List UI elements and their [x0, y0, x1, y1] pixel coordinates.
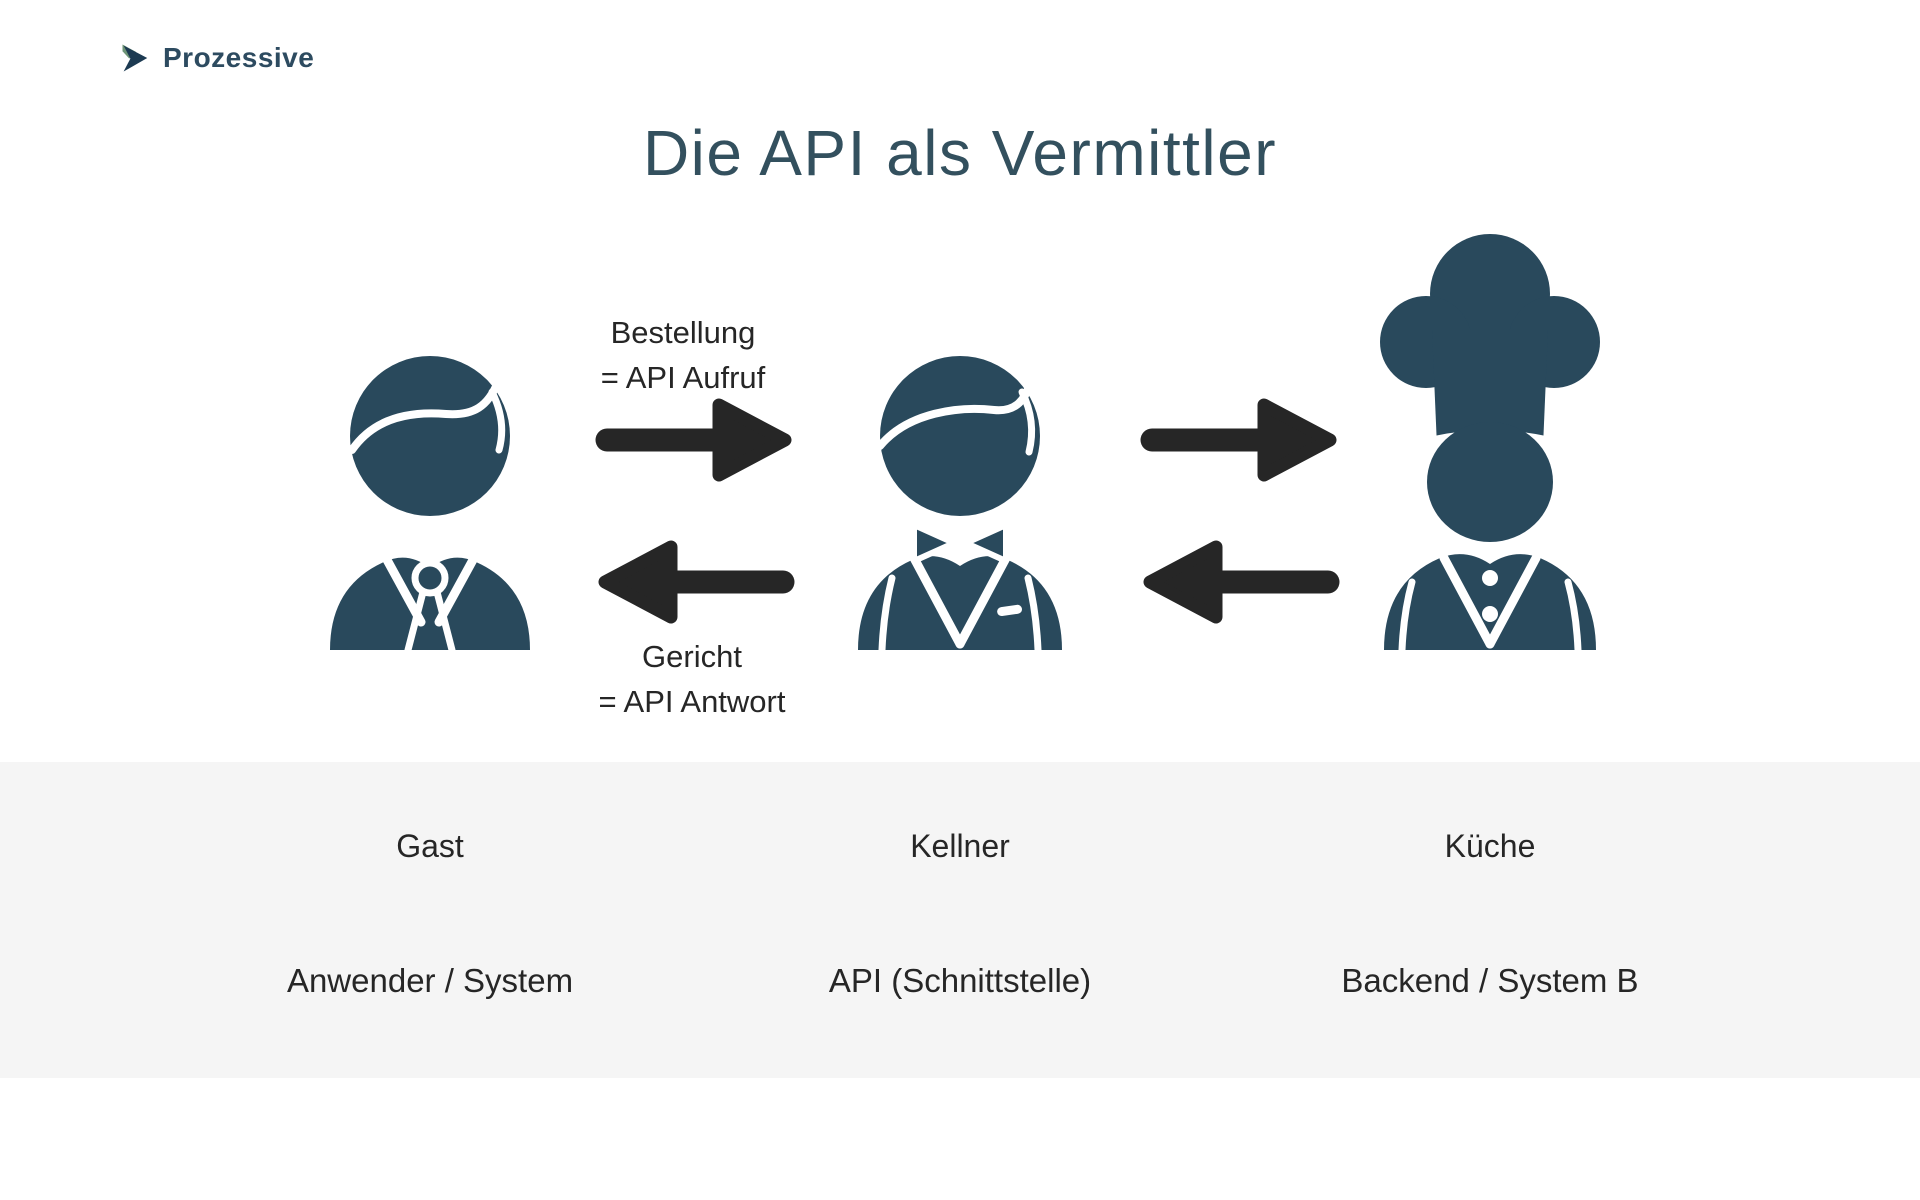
- legend-band: [0, 762, 1920, 1078]
- arrow-left-icon: [598, 540, 795, 624]
- arrow-left-icon: [1143, 540, 1340, 624]
- request-label-line2: = API Aufruf: [600, 360, 766, 395]
- arrow-right-icon: [595, 398, 792, 482]
- system-label-backend: Backend / System B: [1341, 962, 1639, 999]
- waiter-person-icon: [858, 356, 1062, 650]
- request-arrow-waiter-to-chef: [1140, 398, 1340, 482]
- request-label: Bestellung = API Aufruf: [473, 310, 893, 400]
- system-label-anwender: Anwender / System: [286, 962, 574, 999]
- arrow-right-icon: [1140, 398, 1337, 482]
- bow-tie: [911, 522, 957, 564]
- role-label-kellner: Kellner: [910, 828, 1010, 864]
- request-label-line1: Bestellung: [610, 315, 756, 350]
- system-label-api: API (Schnittstelle): [828, 962, 1092, 999]
- chevron-logo-icon: [122, 44, 148, 72]
- response-arrow-chef-to-waiter: [1140, 540, 1340, 624]
- jacket-button: [1482, 606, 1498, 622]
- request-arrow-guest-to-waiter: [595, 398, 795, 482]
- jacket-button: [1482, 570, 1498, 586]
- response-label-line2: = API Antwort: [598, 684, 786, 719]
- response-arrow-waiter-to-guest: [595, 540, 795, 624]
- guest-person-icon: [330, 356, 530, 650]
- response-label: Gericht = API Antwort: [482, 634, 902, 724]
- chef-person-icon: [1380, 234, 1600, 650]
- bow-tie: [963, 522, 1009, 564]
- page-title: Die API als Vermittler: [642, 117, 1278, 189]
- role-label-kueche: Küche: [1444, 828, 1536, 864]
- logo: Prozessive: [118, 40, 314, 76]
- logo-wordmark: Prozessive: [163, 42, 315, 73]
- role-label-gast: Gast: [396, 828, 464, 864]
- tie-knot: [411, 559, 449, 597]
- pocket-badge: [997, 604, 1022, 617]
- response-label-line1: Gericht: [642, 639, 742, 674]
